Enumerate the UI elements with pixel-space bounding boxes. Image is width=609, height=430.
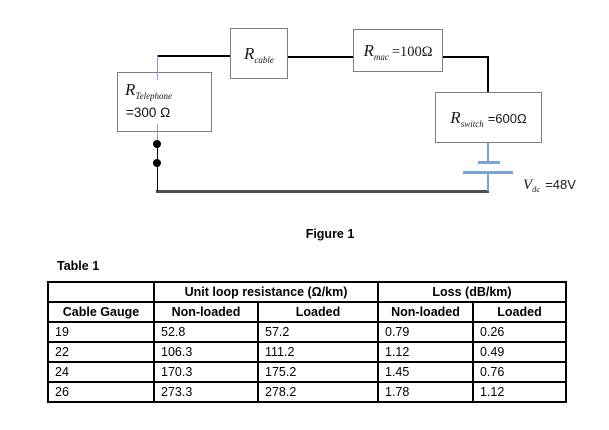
resistor-telephone-value: =300 Ω <box>126 105 171 120</box>
cell-loss-nonloaded: 0.79 <box>377 321 474 343</box>
cell-loss-nonloaded: 1.12 <box>377 341 474 363</box>
cell-gauge: 22 <box>47 341 155 363</box>
resistor-telephone-box: RTelephone =300 Ω <box>117 72 212 132</box>
resistor-subscript: cable <box>254 54 274 65</box>
cell-loss-loaded: 0.26 <box>472 321 567 343</box>
cell-loss-loaded: 1.12 <box>472 381 567 403</box>
table-row: 22 106.3 111.2 1.12 0.49 <box>47 341 567 363</box>
resistor-subscript: switch <box>460 118 484 129</box>
wire-bottom-return <box>156 190 489 193</box>
cell-gauge: 26 <box>47 381 155 403</box>
cell-resistance-nonloaded: 52.8 <box>153 321 259 343</box>
resistor-telephone-label: RTelephone <box>125 80 173 101</box>
column-header: Non-loaded <box>377 301 474 323</box>
cell-gauge: 19 <box>47 321 155 343</box>
cell-resistance-nonloaded: 273.3 <box>153 381 259 403</box>
terminal-dot-lower <box>153 159 161 167</box>
dc-source-label: Vdc =48V <box>523 176 576 194</box>
table-column-header-row: Cable Gauge Non-loaded Loaded Non-loaded… <box>47 301 567 323</box>
voltage-subscript: dc <box>532 184 541 194</box>
wire-telephone-bottom-lead <box>156 124 158 141</box>
column-header: Cable Gauge <box>47 301 155 323</box>
column-header: Non-loaded <box>153 301 259 323</box>
resistor-subscript: Telephone <box>135 91 173 101</box>
table-row: 26 273.3 278.2 1.78 1.12 <box>47 381 567 403</box>
resistor-cable-box: Rcable <box>230 28 288 79</box>
column-header: Loaded <box>257 301 379 323</box>
table-row: 19 52.8 57.2 0.79 0.26 <box>47 321 567 343</box>
table-row: 24 170.3 175.2 1.45 0.76 <box>47 361 567 383</box>
column-header: Loaded <box>472 301 567 323</box>
terminal-dot-upper <box>153 140 161 148</box>
wire-mac-to-corner <box>442 56 489 58</box>
table-title: Table 1 <box>57 259 100 273</box>
wire-telephone-to-cable <box>157 55 231 57</box>
cell-loss-nonloaded: 1.45 <box>377 361 474 383</box>
resistor-symbol: R <box>450 107 461 127</box>
group-header-loss: Loss (dB/km) <box>377 281 567 303</box>
figure-caption: Figure 1 <box>305 227 355 241</box>
wire-telephone-top-lead <box>156 55 158 80</box>
resistor-mac-label: Rmac=100Ω <box>363 40 433 62</box>
cell-loss-nonloaded: 1.78 <box>377 381 474 403</box>
resistor-switch-value: =600Ω <box>487 110 527 126</box>
group-header-resistance: Unit loop resistance (Ω/km) <box>153 281 379 303</box>
cable-gauge-table: Unit loop resistance (Ω/km) Loss (dB/km)… <box>47 281 567 403</box>
wire-switch-to-battery <box>487 143 489 162</box>
wire-corner-to-switch <box>487 56 489 93</box>
resistor-symbol: R <box>125 80 136 99</box>
cell-resistance-loaded: 111.2 <box>257 341 379 363</box>
cell-loss-loaded: 0.49 <box>472 341 567 363</box>
resistor-switch-label: Rswitch=600Ω <box>450 107 527 129</box>
voltage-symbol: V <box>523 177 533 193</box>
resistor-cable-label: Rcable <box>244 43 274 65</box>
cell-resistance-loaded: 278.2 <box>257 381 379 403</box>
wire-cable-to-mac <box>287 56 354 58</box>
battery-long-plate <box>463 171 513 174</box>
cell-resistance-loaded: 175.2 <box>257 361 379 383</box>
table-group-header-row: Unit loop resistance (Ω/km) Loss (dB/km) <box>47 281 567 303</box>
resistor-mac-box: Rmac=100Ω <box>353 29 443 72</box>
resistor-mac-value: =100Ω <box>391 43 433 60</box>
battery-short-plate <box>478 161 500 164</box>
resistor-symbol: R <box>244 43 255 63</box>
cell-resistance-nonloaded: 106.3 <box>153 341 259 363</box>
empty-header-cell <box>47 281 155 303</box>
cell-gauge: 24 <box>47 361 155 383</box>
cell-resistance-loaded: 57.2 <box>257 321 379 343</box>
cell-loss-loaded: 0.76 <box>472 361 567 383</box>
resistor-switch-box: Rswitch=600Ω <box>435 92 542 143</box>
resistor-symbol: R <box>363 40 374 60</box>
resistor-subscript: mac <box>373 51 389 62</box>
cell-resistance-nonloaded: 170.3 <box>153 361 259 383</box>
wire-battery-to-return <box>487 174 489 191</box>
voltage-value: =48V <box>545 177 576 192</box>
